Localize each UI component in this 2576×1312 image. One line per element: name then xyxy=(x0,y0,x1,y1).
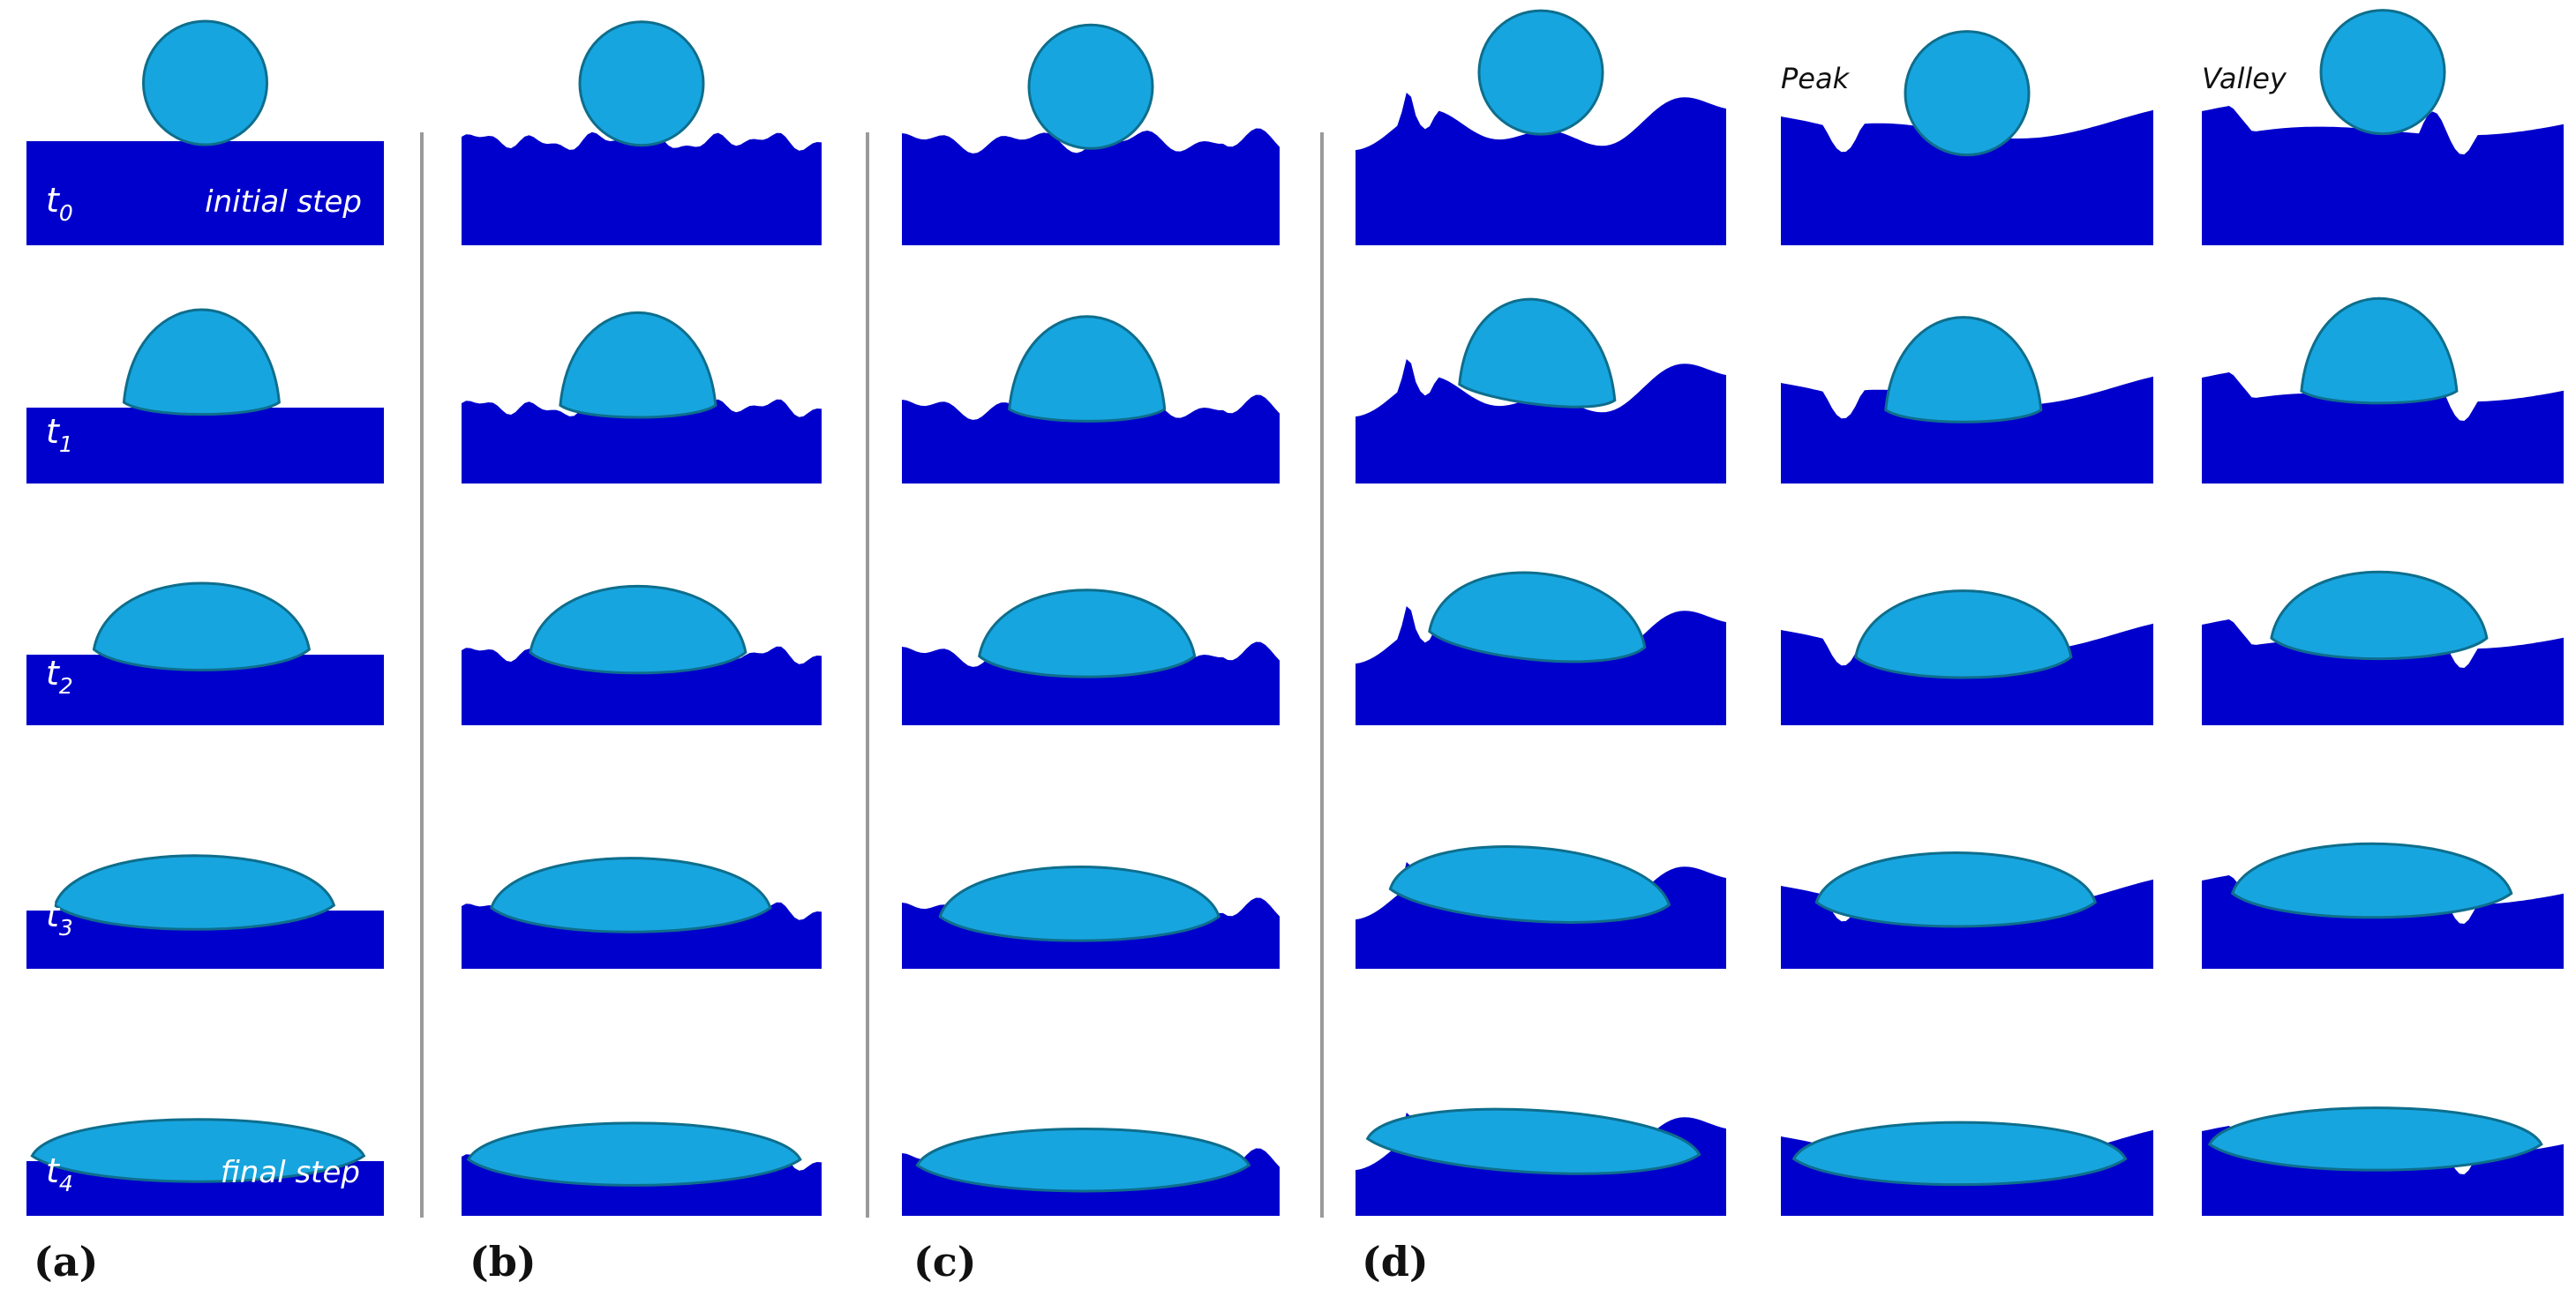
cell-medium-rough-t1 xyxy=(902,315,1280,484)
droplet xyxy=(53,854,336,931)
annotation-peak: Peak xyxy=(1781,62,1851,95)
droplet xyxy=(1477,9,1604,136)
droplet xyxy=(1854,589,2073,679)
substrate xyxy=(1356,359,1726,484)
substrate xyxy=(902,394,1280,484)
droplet xyxy=(2230,842,2513,919)
annotation-initial-step: initial step xyxy=(205,184,362,220)
droplet xyxy=(1027,23,1154,150)
cell-wavy-valley-t2 xyxy=(2202,570,2564,725)
droplet xyxy=(578,20,705,147)
cell-wavy-valley-t0 xyxy=(2202,9,2564,245)
droplet xyxy=(92,581,312,671)
substrate xyxy=(2202,106,2564,245)
cell-fine-rough-t3 xyxy=(462,857,822,969)
figure-labels: initial step final step Peak Valley t0 t… xyxy=(34,62,2287,1286)
cell-flat-t1 xyxy=(26,308,384,484)
cell-wavy-t1 xyxy=(1356,297,1726,484)
cell-flat-t0 xyxy=(26,19,384,245)
droplet xyxy=(142,19,268,146)
cell-wavy-valley-t3 xyxy=(2202,842,2564,969)
substrate xyxy=(462,645,822,725)
substrate xyxy=(462,398,822,484)
substrate xyxy=(1781,371,2153,484)
cell-flat-t4 xyxy=(26,1118,384,1216)
cell-medium-rough-t2 xyxy=(902,589,1280,725)
panel-label-c: (c) xyxy=(913,1238,977,1286)
cell-wavy-t3 xyxy=(1356,844,1726,969)
annotation-valley: Valley xyxy=(2202,62,2287,95)
time-label-t1: t1 xyxy=(46,412,73,457)
droplet xyxy=(1458,297,1617,409)
cell-medium-rough-t4 xyxy=(902,1127,1280,1216)
cell-wavy-peak-t0 xyxy=(1781,30,2153,245)
annotation-final-step: final step xyxy=(221,1155,360,1190)
substrate xyxy=(26,655,384,725)
panel-label-d: (d) xyxy=(1362,1238,1429,1286)
substrate xyxy=(26,141,384,245)
droplet xyxy=(978,589,1197,678)
cell-wavy-valley-t1 xyxy=(2202,296,2564,484)
droplet xyxy=(122,308,281,416)
droplet xyxy=(490,857,772,933)
cell-wavy-t2 xyxy=(1356,571,1726,725)
cell-fine-rough-t2 xyxy=(462,585,822,725)
substrate xyxy=(462,131,822,245)
column-dividers xyxy=(420,132,1324,1218)
droplet xyxy=(1904,30,2031,157)
cell-wavy-peak-t4 xyxy=(1781,1121,2153,1216)
droplet xyxy=(2207,1106,2543,1172)
substrate xyxy=(902,128,1280,245)
simulation-grid xyxy=(26,9,2564,1216)
cell-wavy-t4 xyxy=(1356,1107,1726,1216)
cell-fine-rough-t1 xyxy=(462,311,822,484)
cell-flat-t2 xyxy=(26,581,384,725)
panel-label-b: (b) xyxy=(469,1238,537,1286)
droplet xyxy=(1008,315,1167,423)
droplet xyxy=(1791,1121,2128,1187)
time-label-t0: t0 xyxy=(46,181,73,226)
droplet xyxy=(2270,570,2489,661)
substrate xyxy=(1781,105,2153,245)
droplet xyxy=(1388,844,1671,924)
substrate xyxy=(26,408,384,484)
droplet xyxy=(466,1121,802,1187)
droplet xyxy=(559,311,717,419)
cell-medium-rough-t3 xyxy=(902,866,1280,969)
cell-fine-rough-t0 xyxy=(462,20,822,245)
time-label-t4: t4 xyxy=(46,1151,73,1196)
cell-wavy-peak-t1 xyxy=(1781,316,2153,484)
substrate xyxy=(2202,372,2564,484)
substrate xyxy=(1356,93,1726,245)
cell-wavy-valley-t4 xyxy=(2202,1106,2564,1216)
cell-fine-rough-t4 xyxy=(462,1121,822,1216)
droplet xyxy=(2300,296,2459,405)
cell-wavy-peak-t2 xyxy=(1781,589,2153,725)
droplet xyxy=(30,1118,366,1183)
time-label-t3: t3 xyxy=(46,896,73,941)
droplet xyxy=(938,866,1220,942)
droplet xyxy=(915,1127,1251,1193)
cell-flat-t3 xyxy=(26,854,384,969)
cell-wavy-peak-t3 xyxy=(1781,851,2153,969)
droplet xyxy=(1365,1107,1701,1175)
panel-label-a: (a) xyxy=(34,1238,98,1286)
cell-medium-rough-t0 xyxy=(902,23,1280,245)
droplet xyxy=(1884,316,2043,424)
droplet xyxy=(2319,9,2446,136)
droplet xyxy=(1814,851,2098,928)
droplet xyxy=(1428,571,1647,663)
droplet xyxy=(529,585,747,675)
cell-wavy-t0 xyxy=(1356,9,1726,245)
time-label-t2: t2 xyxy=(46,654,73,699)
